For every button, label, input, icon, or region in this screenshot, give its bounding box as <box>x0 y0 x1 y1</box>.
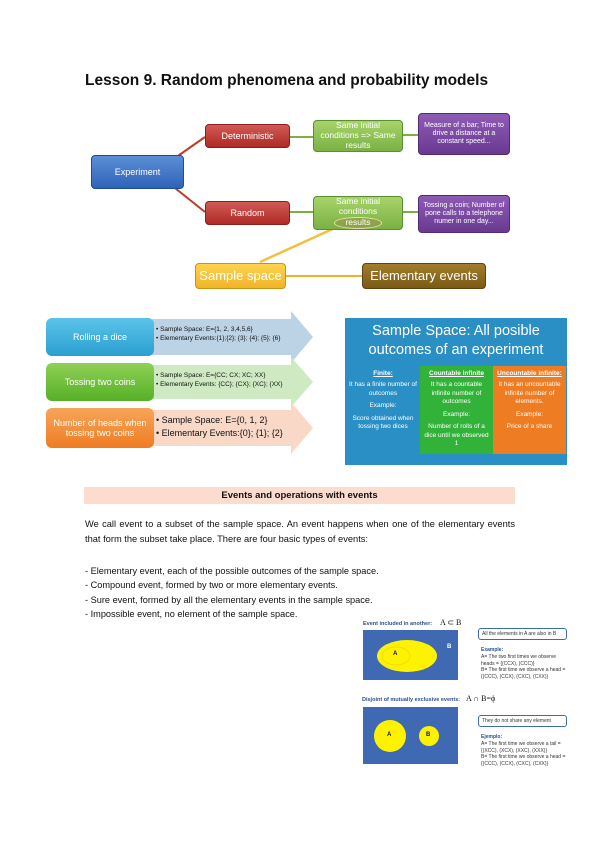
uncountable-title: Uncountable infinite: <box>497 370 562 377</box>
inclusion-desc: All the elements in A are also in B <box>478 628 567 640</box>
sample-space-heading: Sample Space: All posible outcomes of an… <box>368 323 544 358</box>
countable-title: Countable infinite <box>429 370 484 377</box>
deterministic-example-node: Measure of a bar; Time to drive a distan… <box>418 113 510 155</box>
disjoint-symbol: A ∩ B=ϕ <box>466 694 496 703</box>
example-text-dice: • Sample Space: E={1, 2, 3,4,5,6} • Elem… <box>156 325 296 343</box>
inclusion-example-label: Example: <box>481 647 504 653</box>
example-text-coins: • Sample Space: E={CC; CX; XC; XX} • Ele… <box>156 371 296 389</box>
sample-space-node: Sample space <box>195 263 286 289</box>
finite-example-label: Example: <box>369 402 397 410</box>
experiment-node: Experiment <box>91 155 184 189</box>
results-oval: results <box>334 217 382 230</box>
coins-elementary-events: • Elementary Events: {CC}; {CX}; {XC}; {… <box>156 381 283 389</box>
countable-example: Number of rolls of a dice until we obser… <box>424 423 489 448</box>
finite-column: Finite: It has a finite number of outcom… <box>346 366 420 454</box>
disjoint-set-a-label: A <box>387 732 392 738</box>
elementary-events-node: Elementary events <box>362 263 486 289</box>
random-node: Random <box>205 201 290 225</box>
deterministic-node: Deterministic <box>205 124 290 148</box>
event-type-impossible: - Impossible event, no element of the sa… <box>85 608 298 619</box>
set-b-label: B <box>447 644 452 650</box>
disjoint-label: Disjoint of mutually exclusive events: <box>362 697 461 703</box>
random-condition-node: Same initial conditions results <box>313 196 403 230</box>
section-heading: Events and operations with events <box>84 487 515 504</box>
disjoint-example: Ejemplo: A= The first time we observe a … <box>481 734 567 768</box>
page-title: Lesson 9. Random phenomena and probabili… <box>85 72 489 89</box>
event-type-sure: - Sure event, formed by all the elementa… <box>85 594 373 605</box>
example-label-dice: Rolling a dice <box>46 318 154 356</box>
disjoint-example-label: Ejemplo: <box>481 734 503 740</box>
example-text-heads: • Sample Space: E={0, 1, 2} • Elementary… <box>156 414 296 440</box>
inclusion-venn: A B <box>363 630 458 680</box>
disjoint-set-b-label: B <box>426 732 431 738</box>
events-paragraph: We call event to a subset of the sample … <box>85 519 515 544</box>
heads-elementary-events: • Elementary Events:{0}; {1}; {2} <box>156 428 283 439</box>
event-type-elementary: - Elementary event, each of the possible… <box>85 566 379 576</box>
countable-desc: It has a countable infinite number of ou… <box>430 381 483 406</box>
dice-elementary-events: • Elementary Events:{1};{2}; {3}; {4}; {… <box>156 335 281 343</box>
example-label-coins: Tossing two coins <box>46 363 154 401</box>
disjoint-venn-svg <box>374 720 439 752</box>
inclusion-symbol: A ⊂ B <box>440 618 462 627</box>
heads-sample-space: • Sample Space: E={0, 1, 2} <box>156 415 268 425</box>
uncountable-example: Price of a share <box>506 423 553 431</box>
disjoint-example-a: A= The first time we observe a tail = {(… <box>481 740 561 754</box>
uncountable-desc: It has an uncountable infinite number of… <box>498 381 561 406</box>
disjoint-desc: They do not share any element <box>478 715 567 727</box>
countable-column: Countable infinite It has a countable in… <box>420 366 493 454</box>
coins-sample-space: • Sample Space: E={CC; CX; XC; XX} <box>156 372 266 379</box>
set-a-label: A <box>393 651 398 657</box>
dice-sample-space: • Sample Space: E={1, 2, 3,4,5,6} <box>156 326 253 333</box>
finite-desc: It has a finite number of outcomes <box>349 381 417 397</box>
disjoint-venn: A B <box>363 707 458 764</box>
example-label-heads: Number of heads when tossing two coins <box>46 408 154 448</box>
inclusion-example: Example: A= The two first times we obser… <box>481 647 567 681</box>
disjoint-example-b: B= The first time we observe a head = {(… <box>481 754 566 767</box>
random-example-node: Tossing a coin; Number of pone calls to … <box>418 195 510 233</box>
same-results-node: Same initial conditions => Same results <box>313 120 403 152</box>
event-types-list: - Elementary event, each of the possible… <box>85 564 465 621</box>
inclusion-label: Event included in another: <box>363 621 433 627</box>
uncountable-column: Uncountable infinite: It has an uncounta… <box>493 366 566 454</box>
uncountable-example-label: Example: <box>515 410 544 418</box>
inclusion-example-a: A= The two first times we observe heads … <box>481 653 557 667</box>
countable-example-label: Example: <box>442 410 471 418</box>
random-condition-text: Same initial conditions <box>336 195 380 216</box>
inclusion-venn-svg <box>377 640 437 672</box>
event-type-compound: - Compound event, formed by two or more … <box>85 580 338 591</box>
inclusion-example-b: B= The first time we observe a head = {(… <box>481 667 566 680</box>
finite-title: Finite: <box>373 370 393 377</box>
finite-example: Score obtained when tossing two dices <box>352 414 414 431</box>
